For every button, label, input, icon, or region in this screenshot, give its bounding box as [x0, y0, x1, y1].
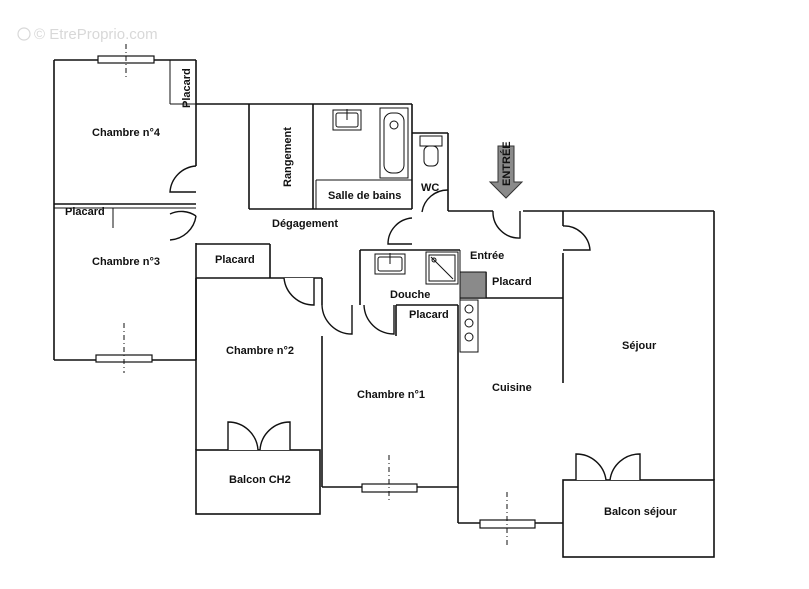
- room-balcon-sejour: Balcon séjour: [604, 506, 677, 518]
- room-placard-douche: Placard: [409, 309, 449, 321]
- room-salle-de-bains: Salle de bains: [328, 190, 401, 202]
- room-wc: WC: [421, 182, 439, 194]
- toilet-icon: [419, 135, 443, 167]
- room-chambre-2: Chambre n°2: [226, 345, 294, 357]
- room-placard-degagement: Placard: [215, 254, 255, 266]
- bathroom-sink-icon: [332, 109, 362, 131]
- shower-tray-icon: [425, 251, 459, 285]
- watermark-icon: [17, 27, 31, 41]
- watermark: © EtreProprio.com: [34, 26, 158, 43]
- room-placard-ch4: Placard: [181, 68, 193, 108]
- doors: [169, 165, 641, 481]
- shower-sink-icon: [374, 253, 406, 275]
- windows: [95, 44, 536, 547]
- room-placard-entree: Placard: [492, 276, 532, 288]
- entrance-arrow-icon: [488, 145, 524, 199]
- room-chambre-1: Chambre n°1: [357, 389, 425, 401]
- room-placard-ch3: Placard: [65, 206, 105, 218]
- room-chambre-3: Chambre n°3: [92, 256, 160, 268]
- room-balcon-ch2: Balcon CH2: [229, 474, 291, 486]
- room-entree: Entrée: [470, 250, 504, 262]
- stove-icon: [459, 271, 487, 353]
- room-sejour: Séjour: [622, 340, 657, 352]
- room-douche: Douche: [390, 289, 430, 301]
- room-cuisine: Cuisine: [492, 382, 532, 394]
- room-degagement: Dégagement: [272, 218, 338, 230]
- entrance-arrow-label: ENTRÉE: [500, 141, 513, 186]
- room-rangement: Rangement: [282, 127, 294, 187]
- room-chambre-4: Chambre n°4: [92, 127, 161, 139]
- bathtub-icon: [379, 107, 409, 179]
